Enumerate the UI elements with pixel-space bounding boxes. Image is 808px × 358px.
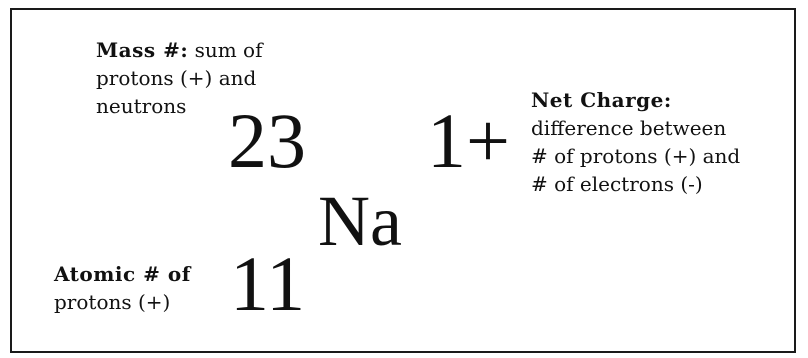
atomic-label-term: Atomic # of — [54, 262, 191, 286]
mass-label-line-2: protons (+) and — [96, 66, 257, 90]
mass-number-label: Mass #: sum of protons (+) and neutrons — [96, 36, 263, 120]
charge-label-term: Net Charge: — [531, 88, 672, 112]
charge-label-line-4: # of electrons (-) — [531, 172, 703, 196]
charge-label-line-3: # of protons (+) and — [531, 144, 741, 168]
mass-label-line-1: Mass #: sum of — [96, 36, 263, 64]
mass-label-line-1-rest: sum of — [188, 38, 263, 62]
element-symbol: Na — [318, 181, 402, 261]
charge-label-line-2: difference between — [531, 116, 727, 140]
net-charge-label: Net Charge: difference between # of prot… — [531, 86, 740, 198]
mass-label-line-3: neutrons — [96, 94, 187, 118]
mass-number-value: 23 — [228, 97, 306, 184]
mass-label-term: Mass #: — [96, 38, 189, 62]
atomic-number-label: Atomic # of protons (+) — [54, 260, 191, 316]
atomic-label-line-2: protons (+) — [54, 290, 171, 314]
atomic-number-value: 11 — [230, 240, 306, 327]
diagram-frame — [10, 8, 796, 353]
net-charge-value: 1+ — [427, 97, 510, 184]
